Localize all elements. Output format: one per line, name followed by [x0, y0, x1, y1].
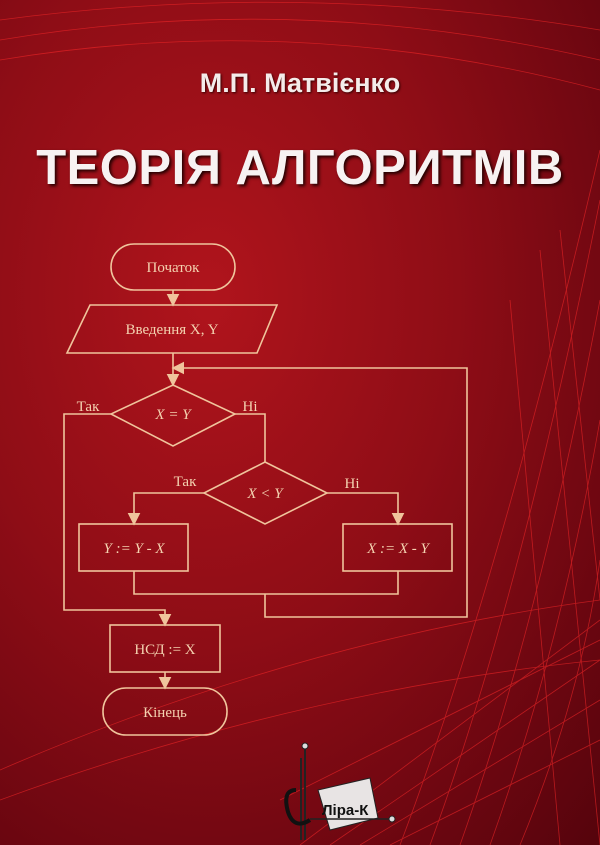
- end-label: Кінець: [143, 705, 187, 721]
- author-name: М.П. Матвієнко: [199, 68, 401, 98]
- book-title: ТЕОРІЯ АЛГОРИТМІВ: [36, 141, 564, 195]
- decision-equal: [109, 384, 237, 447]
- yes-label: Так: [77, 399, 100, 415]
- publisher-logo: Ліра-К: [284, 742, 396, 840]
- input-parallelogram: [65, 304, 279, 354]
- result-label: НСД := X: [134, 642, 195, 658]
- decision-less: [202, 461, 329, 525]
- yes-branch-arrow: [127, 492, 204, 526]
- yes-label: Так: [174, 474, 197, 490]
- start-label: Початок: [147, 260, 201, 276]
- decision-less-label: X < Y: [246, 486, 284, 502]
- no-label: Ні: [243, 399, 258, 415]
- no-branch-line: [235, 413, 266, 462]
- end-terminator: [102, 687, 228, 736]
- input-label: Введення X, Y: [125, 322, 218, 338]
- publisher-logo-text: Ліра-К: [322, 802, 369, 819]
- subtract-x-label: Y := Y - X: [104, 541, 166, 557]
- no-branch-arrow: [327, 492, 405, 526]
- loop-back-arrow: [171, 361, 468, 618]
- decision-equal-label: X = Y: [154, 407, 192, 423]
- yes-branch-arrow: [63, 413, 172, 627]
- no-label: Ні: [345, 476, 360, 492]
- subtract-y-label: X := X - Y: [366, 541, 430, 557]
- merge-line: [133, 571, 399, 595]
